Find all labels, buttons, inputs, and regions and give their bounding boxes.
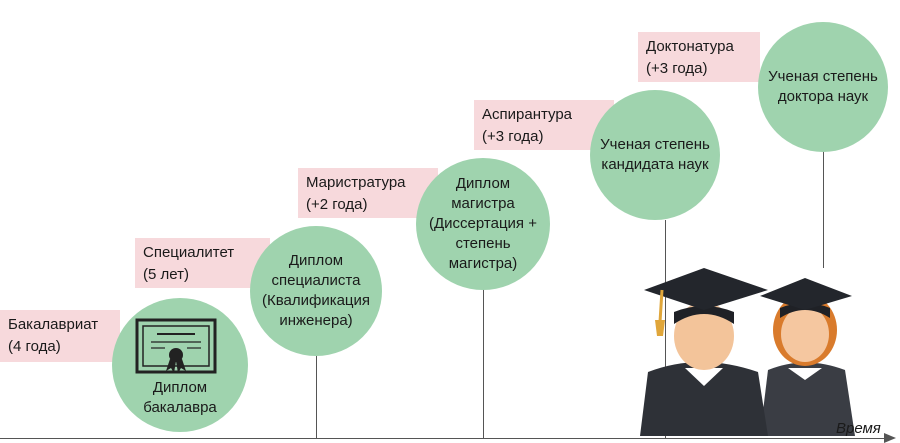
stage-label-bachelor: Бакалавриат (4 года) [0, 310, 120, 362]
result-text: Диплом бакалавра [120, 378, 240, 418]
stage-duration: (4 года) [8, 336, 112, 358]
axis-arrow-icon [884, 433, 896, 443]
result-text: Диплом магистра (Диссертация + степень м… [424, 174, 542, 274]
result-circle-doctorate: Ученая степень доктора наук [758, 22, 888, 152]
result-circle-specialist: Диплом специалиста (Квалификация инженер… [250, 226, 382, 356]
stage-name: Бакалавриат [8, 314, 112, 336]
stem-master [483, 285, 484, 438]
result-text: Ученая степень доктора наук [766, 67, 880, 107]
stage-name: Аспирантура [482, 104, 606, 126]
graduates-icon [640, 260, 860, 436]
result-text: Диплом специалиста (Квалификация инженер… [258, 251, 374, 331]
stage-name: Доктонатура [646, 36, 752, 58]
time-axis [0, 438, 888, 439]
result-text: Ученая степень кандидата наук [598, 135, 712, 175]
stage-duration: (+3 года) [482, 126, 606, 148]
result-circle-postgraduate: Ученая степень кандидата наук [590, 90, 720, 220]
diploma-icon [135, 318, 217, 374]
axis-label: Время [836, 420, 881, 437]
stage-duration: (5 лет) [143, 264, 262, 286]
stem-specialist [316, 350, 317, 438]
result-circle-master: Диплом магистра (Диссертация + степень м… [416, 158, 550, 290]
stage-label-doctorate: Доктонатура (+3 года) [638, 32, 760, 82]
stage-duration: (+3 года) [646, 58, 752, 80]
stage-duration: (+2 года) [306, 194, 430, 216]
stage-name: Специалитет [143, 242, 262, 264]
stem-doctorate [823, 150, 824, 268]
stage-name: Маристратура [306, 172, 430, 194]
